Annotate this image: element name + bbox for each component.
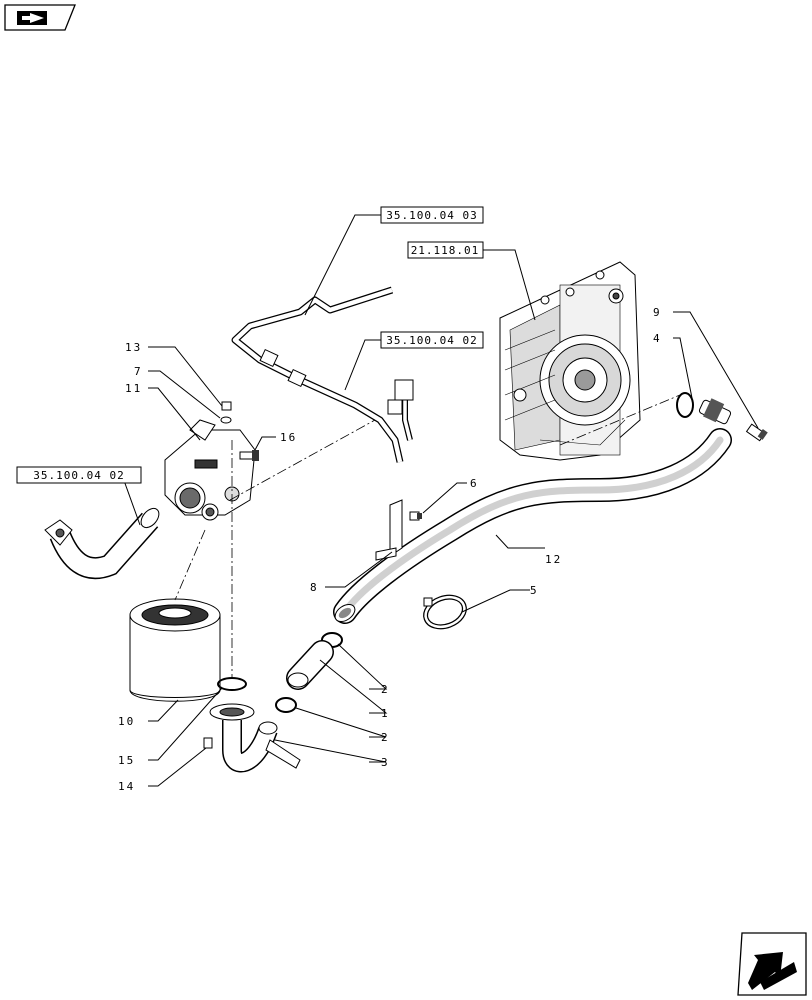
ref-label: 21.118.01 (411, 244, 480, 257)
screw (203, 737, 213, 749)
callout-10: 10 (118, 715, 135, 728)
filter-head (164, 419, 256, 521)
forward-arrow-icon (748, 952, 797, 990)
back-arrow-icon (17, 11, 47, 25)
elbow-hose (44, 507, 160, 580)
callout-4: 4 (653, 332, 662, 345)
ref-label: 35.100.04 02 (386, 334, 477, 347)
engine-block (499, 261, 641, 461)
back-nav-button[interactable] (4, 4, 76, 31)
ref-box-21-118-01[interactable]: 21.118.01 (407, 241, 484, 259)
ref-label: 35.100.04 02 (33, 469, 124, 482)
callout-2-lower: 2 (381, 731, 390, 744)
leader-lines (121, 214, 759, 787)
hose-sleeve (286, 640, 334, 690)
callout-16: 16 (280, 431, 297, 444)
callout-12: 12 (545, 553, 562, 566)
callout-2-upper: 2 (381, 683, 390, 696)
bracket (375, 499, 403, 561)
callout-15: 15 (118, 754, 135, 767)
callout-9: 9 (653, 306, 662, 319)
callout-6: 6 (470, 477, 479, 490)
hose-clamp (423, 594, 467, 630)
callout-7: 7 (134, 365, 143, 378)
screw (409, 511, 422, 521)
callout-1: 1 (381, 707, 390, 720)
bolt (239, 450, 259, 461)
washer (220, 416, 232, 424)
ref-box-35-100-04-02-top[interactable]: 35.100.04 02 (380, 331, 484, 349)
forward-nav-button[interactable] (737, 932, 807, 996)
callout-5: 5 (530, 584, 539, 597)
callout-8: 8 (310, 581, 319, 594)
o-ring (676, 392, 694, 418)
screw (745, 423, 768, 442)
oil-pipe (231, 286, 414, 463)
callout-labels: 13 7 11 16 6 9 4 5 12 8 2 1 2 3 10 15 14 (118, 306, 662, 793)
callout-13: 13 (125, 341, 142, 354)
clamp (275, 697, 297, 713)
ref-box-35-100-04-02-left[interactable]: 35.100.04 02 (16, 466, 142, 484)
ref-box-35-100-04-03[interactable]: 35.100.04 03 (380, 206, 484, 224)
oil-filter (129, 598, 221, 702)
callout-3: 3 (381, 756, 390, 769)
callout-11: 11 (125, 382, 142, 395)
alignment-lines (174, 394, 681, 678)
screw (221, 401, 232, 411)
ref-label: 35.100.04 03 (386, 209, 477, 222)
lower-elbow-pipe (209, 703, 301, 773)
callout-14: 14 (118, 780, 135, 793)
return-hose (333, 398, 732, 624)
